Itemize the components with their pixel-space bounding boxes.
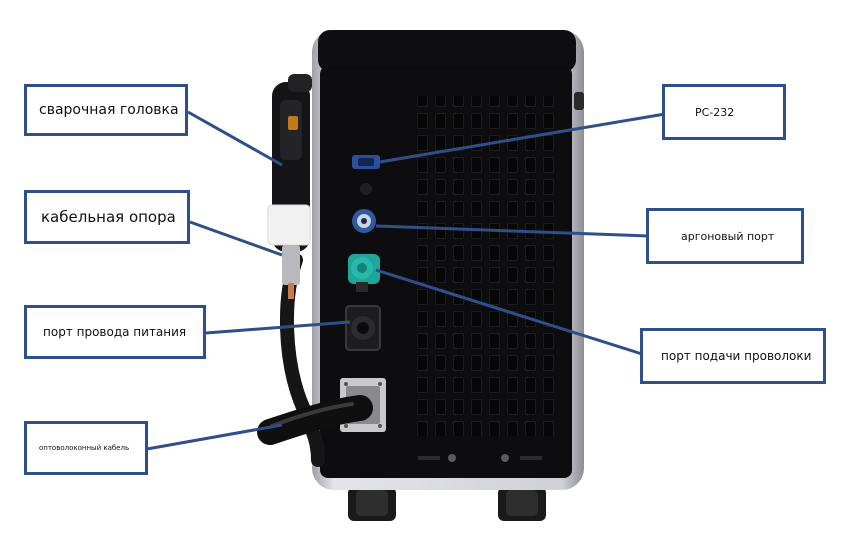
argon-port [352, 209, 376, 233]
bottom-slot [520, 456, 542, 460]
wheel-left [348, 487, 396, 521]
label-welding-head-text: сварочная головка [39, 102, 179, 118]
callout-line-wire-feed [375, 268, 643, 356]
label-fiber-cable-text: оптоволоконный кабель [39, 444, 130, 452]
label-argon-port-text: аргоновый порт [681, 229, 775, 243]
label-rs232-text: PC-232 [695, 105, 735, 119]
callout-line-welding-head [187, 110, 283, 167]
callout-line-cable-support [189, 220, 283, 257]
fiber-cable [257, 395, 373, 445]
callout-line-power-port [205, 320, 351, 335]
label-power-port: порт провода питания [24, 305, 206, 359]
fiber-cable-highlight [270, 402, 354, 428]
callout-line-rs232 [379, 112, 666, 164]
wheel-right [498, 487, 546, 521]
label-cable-support: кабельная опора [24, 190, 190, 244]
nozzle [282, 245, 300, 299]
label-rs232: PC-232 [662, 84, 786, 140]
rs232-port [352, 155, 380, 169]
callout-lines [146, 110, 666, 451]
wire-feed-port [348, 254, 380, 292]
small-hole [360, 183, 372, 195]
vent-grid [410, 96, 560, 436]
callout-line-argon [375, 224, 649, 238]
label-argon-port: аргоновый порт [646, 208, 804, 264]
label-power-port-text: порт провода питания [43, 325, 187, 339]
bottom-slot [418, 456, 440, 460]
cable-support [267, 204, 311, 246]
top-handle [318, 30, 576, 72]
label-wire-feed-port-text: порт подачи проволоки [661, 349, 812, 363]
label-cable-support-text: кабельная опора [41, 208, 176, 226]
screw [501, 454, 509, 462]
callout-line-fiber-cable [146, 423, 283, 451]
label-wire-feed-port: порт подачи проволоки [640, 328, 826, 384]
screw [448, 454, 456, 462]
label-welding-head: сварочная головка [24, 84, 188, 136]
power-port [345, 305, 381, 351]
label-fiber-cable: оптоволоконный кабель [24, 421, 148, 475]
side-knob [574, 92, 584, 110]
